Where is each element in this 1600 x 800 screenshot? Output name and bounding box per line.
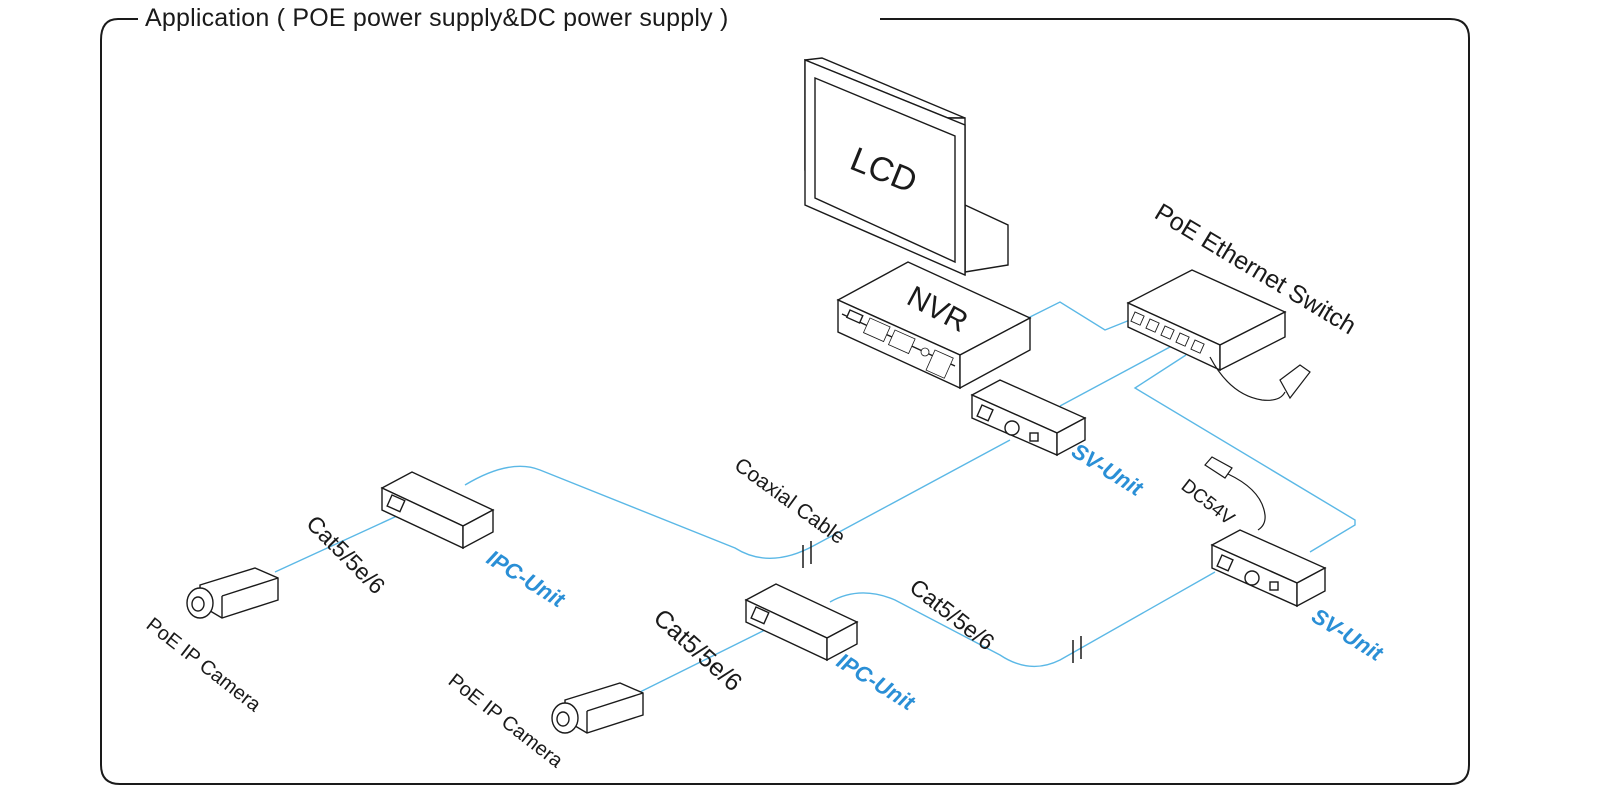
nvr-device xyxy=(836,261,1032,390)
sv-unit-top-label: SV-Unit xyxy=(1067,438,1148,502)
dc-power-label: DC54V xyxy=(1177,475,1238,529)
ipc-unit-mid xyxy=(744,583,859,662)
ipc-unit-left-label: IPC-Unit xyxy=(482,545,570,613)
camera-mid xyxy=(551,682,644,734)
sv-unit-right xyxy=(1210,529,1327,608)
sv-right-ipc-mid-cable xyxy=(829,571,1216,668)
poe-switch xyxy=(1126,269,1287,372)
switch-sv-right-cable xyxy=(1133,354,1356,553)
coaxial-cable-label: Coaxial Cable xyxy=(730,453,849,548)
panel-frame xyxy=(100,18,1470,785)
nvr-switch-cable xyxy=(1027,301,1136,331)
cat-right-label: Cat5/5e/6 xyxy=(905,573,1000,655)
cat-mid-label: Cat5/5e/6 xyxy=(648,604,747,697)
ipc-left-camera-cable xyxy=(274,509,411,573)
dc-power-adapter xyxy=(1204,456,1266,531)
lcd-monitor xyxy=(804,57,1009,277)
camera-mid-label: PoE IP Camera xyxy=(444,670,567,773)
sv-unit-top xyxy=(970,379,1087,457)
ipc-unit-mid-label: IPC-Unit xyxy=(832,648,920,716)
page-title: Application ( POE power supply&DC power … xyxy=(143,4,735,33)
sv-unit-right-label: SV-Unit xyxy=(1307,603,1388,667)
switch-power-adapter xyxy=(1209,356,1311,401)
ipc-unit-left xyxy=(380,471,495,550)
break-marks xyxy=(802,541,1082,663)
cat-left-label: Cat5/5e/6 xyxy=(301,510,390,599)
camera-left xyxy=(186,567,279,619)
ipc-mid-camera-cable xyxy=(639,624,776,693)
camera-left-label: PoE IP Camera xyxy=(142,614,265,717)
switch-sv-top-cable xyxy=(1059,339,1184,407)
coaxial-cable xyxy=(464,439,1011,559)
cables xyxy=(274,301,1356,693)
